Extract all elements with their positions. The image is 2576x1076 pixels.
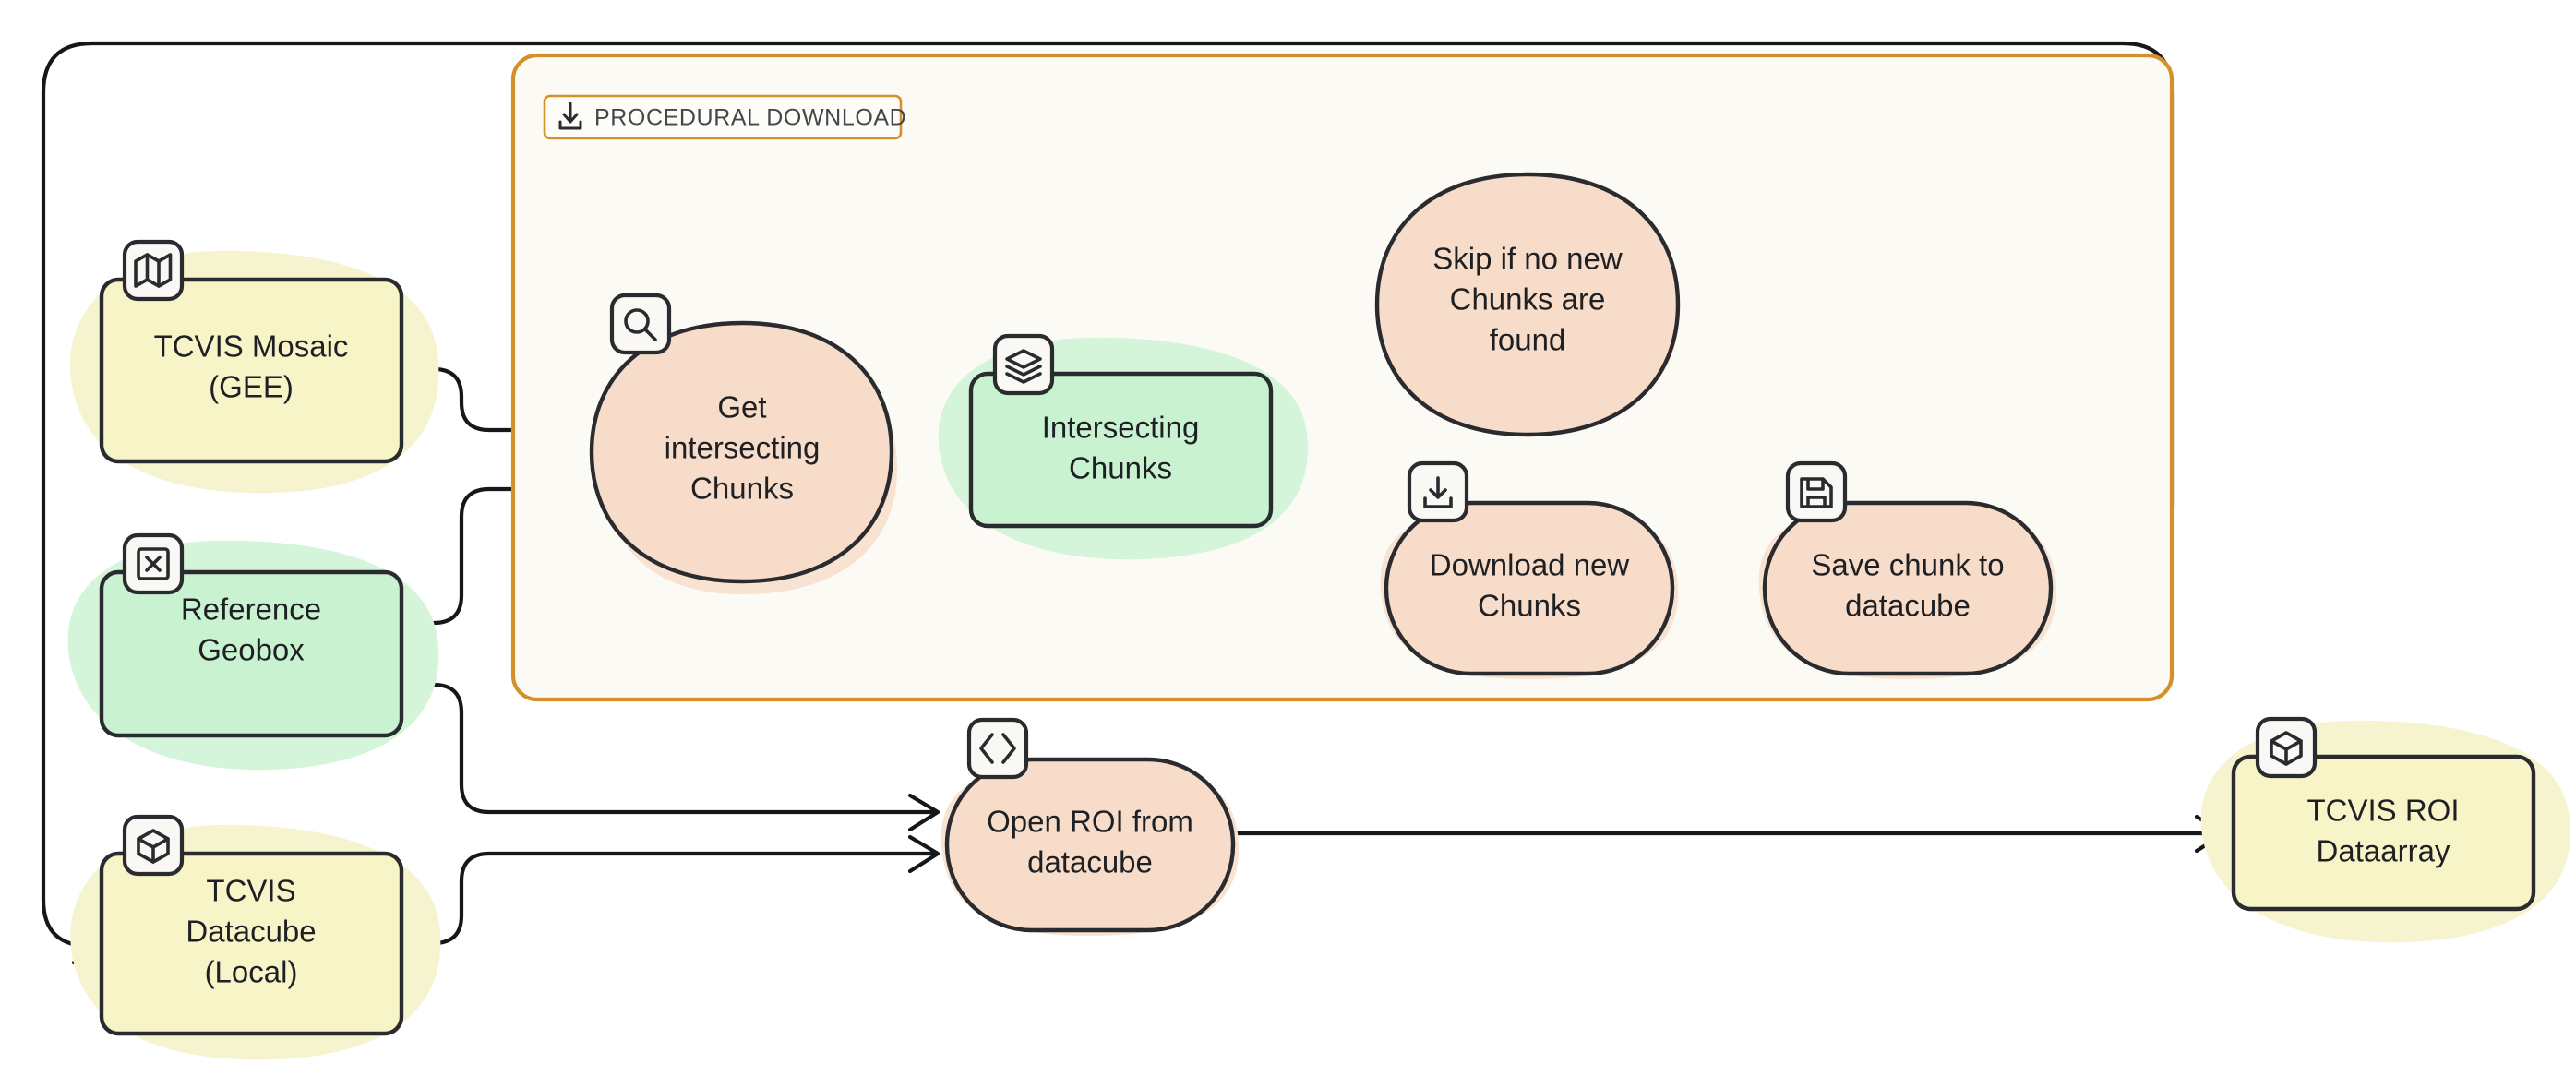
map-icon-wrapper (122, 239, 185, 302)
save-icon (1800, 477, 1833, 508)
group-procedural-download: PROCEDURAL DOWNLOAD (510, 53, 2175, 702)
node-label-line-2: datacube (1027, 845, 1153, 879)
node-label-line-1: Skip if no new (1432, 242, 1623, 276)
node-get-intersecting-chunks[interactable]: Get intersecting Chunks (589, 293, 894, 584)
cube-icon (2270, 731, 2303, 766)
edge-geobox-to-open-roi (399, 682, 941, 832)
search-icon (624, 308, 657, 341)
node-label-line-3: (Local) (205, 955, 298, 989)
bounding-box-icon-wrapper (122, 532, 185, 595)
node-body[interactable] (99, 277, 404, 464)
cube-icon-wrapper (122, 814, 185, 877)
icon-background (992, 333, 1055, 396)
group-badge-background (543, 94, 903, 140)
node-label-line-2: Chunks (1069, 451, 1172, 485)
download-icon-wrapper (1407, 460, 1469, 523)
node-label-line-2: Geobox (198, 633, 305, 667)
node-label-line-2: (GEE) (209, 370, 294, 404)
code-brackets-icon (979, 733, 1016, 764)
map-icon (134, 253, 173, 288)
icon-background (609, 293, 672, 355)
node-body[interactable] (99, 851, 404, 1036)
node-body[interactable] (1762, 500, 2054, 676)
icon-background (1785, 460, 1848, 523)
node-body[interactable] (99, 569, 404, 738)
node-label-line-2: datacube (1845, 589, 1971, 623)
node-label-line-1: Reference (181, 592, 321, 627)
node-label-line-1: Intersecting (1042, 411, 1200, 445)
save-icon-wrapper (1785, 460, 1848, 523)
node-tcvis-datacube-local[interactable]: TCVIS Datacube (Local) (99, 814, 404, 1036)
node-tcvis-mosaic-gee[interactable]: TCVIS Mosaic (GEE) (99, 239, 404, 464)
node-label-line-1: TCVIS Mosaic (154, 329, 349, 364)
node-body[interactable] (1374, 172, 1681, 437)
download-icon (558, 102, 582, 130)
download-icon (1423, 476, 1453, 508)
cube-icon (137, 829, 170, 864)
bounding-box-icon (137, 547, 170, 580)
code-brackets-icon-wrapper (966, 717, 1029, 780)
group-label-procedural-download: PROCEDURAL DOWNLOAD (594, 105, 906, 131)
search-icon-wrapper (609, 293, 672, 355)
node-label-line-2: Chunks are (1450, 282, 1606, 317)
node-label-line-1: Save chunk to (1811, 548, 2004, 582)
node-body[interactable] (944, 757, 1236, 933)
node-label-line-2: Datacube (186, 915, 316, 949)
node-skip-if-no-new-chunks[interactable]: Skip if no new Chunks are found (1374, 172, 1681, 437)
layers-icon-wrapper (992, 333, 1055, 396)
node-label-line-3: Chunks (690, 472, 794, 506)
node-reference-geobox[interactable]: Reference Geobox (99, 532, 404, 738)
node-label-line-1: TCVIS ROI (2306, 794, 2459, 828)
node-label-line-1: Get (717, 390, 766, 424)
layers-icon (1005, 349, 1042, 384)
node-label-line-3: found (1490, 323, 1566, 357)
node-label-line-2: intersecting (665, 431, 821, 465)
node-label-line-1: Download new (1430, 548, 1630, 582)
cube-icon-wrapper (2255, 716, 2318, 779)
node-label-line-2: Dataarray (2317, 834, 2450, 868)
icon-background (966, 717, 1029, 780)
node-label-line-2: Chunks (1478, 589, 1581, 623)
node-body[interactable] (2231, 754, 2536, 912)
node-intersecting-chunks[interactable]: Intersecting Chunks (968, 333, 1274, 529)
node-download-new-chunks[interactable]: Download new Chunks (1384, 460, 1675, 676)
node-tcvis-roi-dataarray[interactable]: TCVIS ROI Dataarray (2231, 716, 2536, 912)
node-label-line-1: TCVIS (206, 874, 295, 908)
node-body[interactable] (1384, 500, 1675, 676)
node-body[interactable] (968, 371, 1274, 529)
edge-datacube-to-open-roi (399, 834, 941, 946)
node-save-chunk-to-datacube[interactable]: Save chunk to datacube (1762, 460, 2054, 676)
node-label-line-1: Open ROI from (987, 805, 1193, 839)
icon-background (122, 239, 185, 302)
node-open-roi-from-datacube[interactable]: Open ROI from datacube (944, 717, 1236, 933)
